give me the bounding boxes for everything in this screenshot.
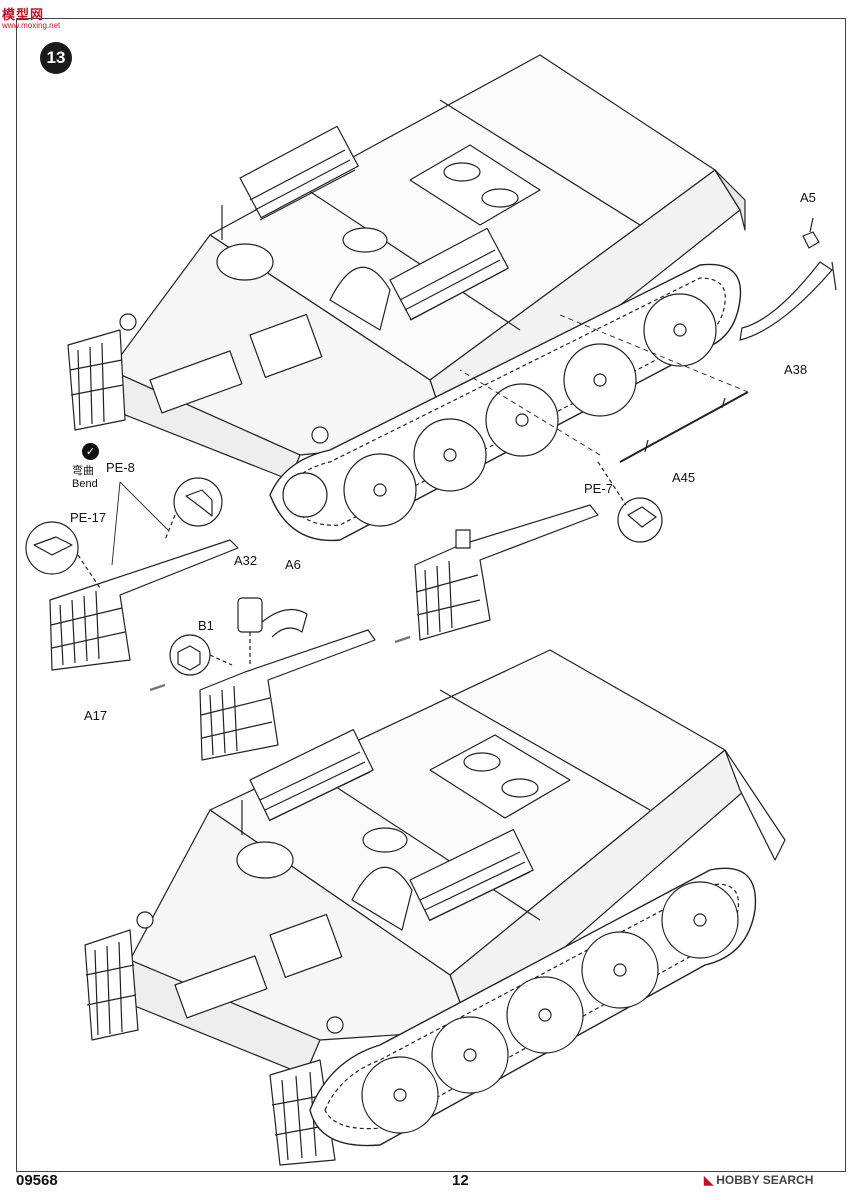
brand-logo-icon: ◣ <box>704 1173 714 1187</box>
lower-vehicle-hull <box>84 649 786 1166</box>
label-b1: B1 <box>198 618 214 633</box>
page-number: 12 <box>452 1172 469 1189</box>
step-number-badge: 13 <box>40 42 72 74</box>
label-a45: A45 <box>672 470 696 485</box>
label-a5: A5 <box>800 190 816 205</box>
label-a6: A6 <box>285 557 301 572</box>
page-frame <box>16 18 846 1172</box>
label-pe17: PE-17 <box>70 510 107 525</box>
source-watermark: ◣HOBBY SEARCH <box>704 1173 814 1187</box>
front-mudguard-center-assembly <box>169 597 376 761</box>
kit-number: 09568 <box>16 1172 58 1189</box>
part-a45-rod <box>459 314 749 463</box>
lower-track-assembly <box>309 867 757 1147</box>
bend-icon: ✓ <box>82 443 99 460</box>
upper-track-assembly <box>269 263 742 542</box>
bend-instruction: 弯曲 Bend <box>72 465 98 490</box>
label-pe7: PE-7 <box>584 481 613 496</box>
upper-vehicle-hull <box>67 54 746 481</box>
front-mudguard-left-assembly <box>25 477 239 671</box>
label-a17: A17 <box>84 708 108 723</box>
front-mudguard-right <box>414 504 599 641</box>
label-pe8: PE-8 <box>106 460 135 475</box>
part-a38-mudflap <box>739 217 837 341</box>
assembly-arrows <box>149 635 411 692</box>
label-a38: A38 <box>784 362 808 377</box>
site-watermark: 模型网 www.moxing.net <box>2 7 61 30</box>
label-a32: A32 <box>234 553 258 568</box>
part-pe7-detail <box>597 461 663 543</box>
